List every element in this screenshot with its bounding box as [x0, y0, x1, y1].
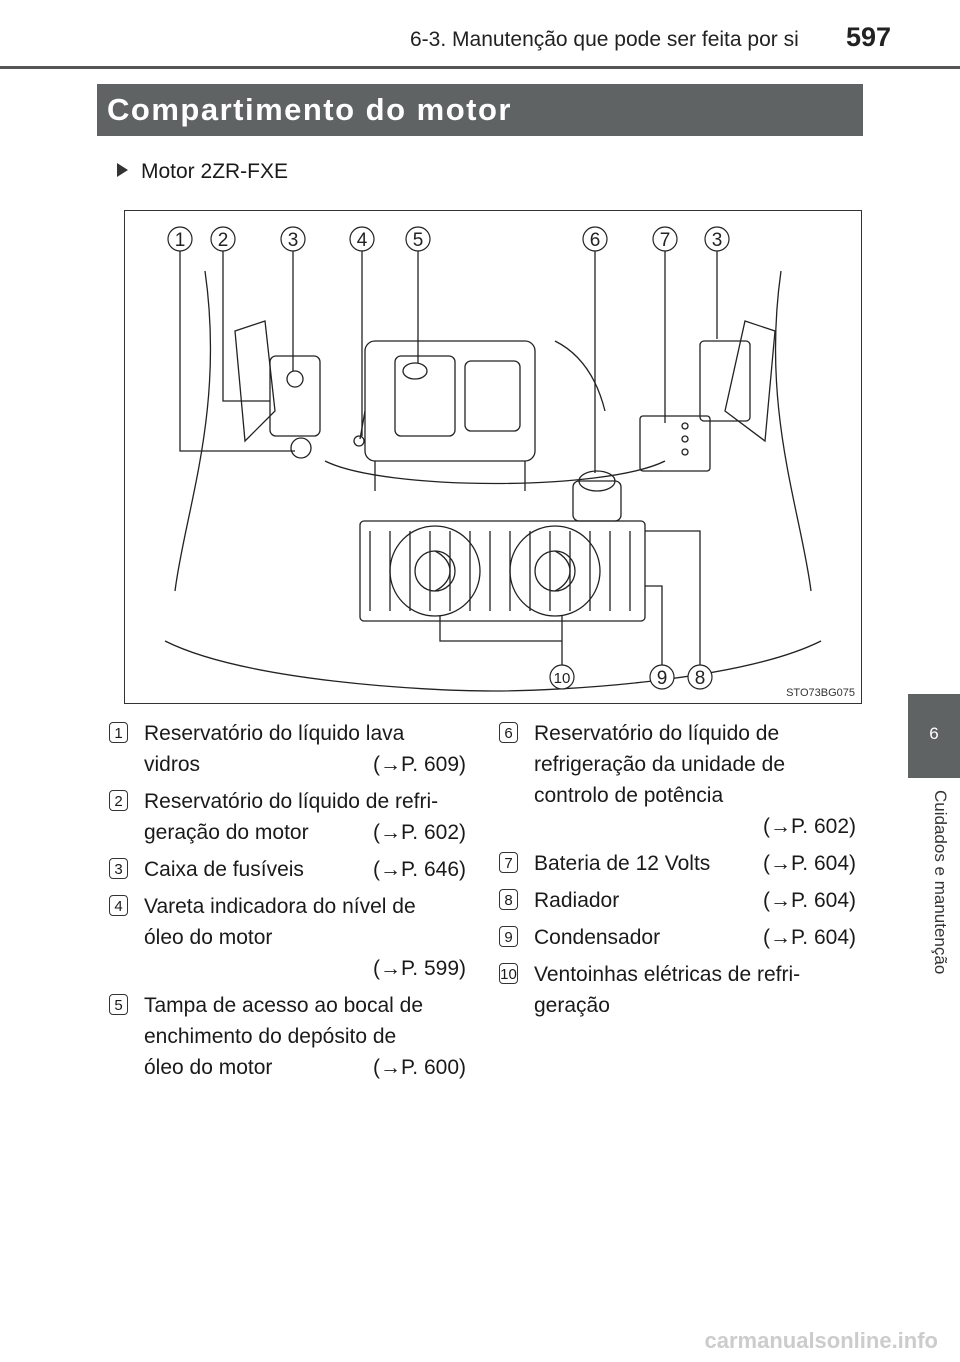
page-title: Compartimento do motor [97, 84, 863, 136]
header-divider [0, 66, 960, 69]
legend-number-badge: 2 [109, 790, 128, 811]
legend-item-line: controlo de potência [534, 784, 724, 807]
legend-number-badge: 4 [109, 895, 128, 916]
legend-item-line: Ventoinhas elétricas de refri- [534, 963, 801, 986]
footer-watermark: carmanualsonline.info [704, 1328, 939, 1353]
legend-number-badge: 10 [499, 963, 518, 984]
callout-5: 5 [413, 230, 424, 251]
page-reference: (→P. 646) [373, 858, 466, 881]
legend-number-badge: 5 [109, 994, 128, 1015]
legend-item-line: Bateria de 12 Volts [534, 852, 711, 875]
figure-code: STO73BG075 [786, 687, 855, 699]
legend-item: 10 Ventoinhas elétricas de refri-geração [496, 959, 856, 1021]
legend-item-line: Radiador [534, 889, 620, 912]
callout-10: 10 [554, 670, 571, 687]
legend-item-line: óleo do motor [144, 1056, 273, 1079]
callout-9: 9 [657, 668, 668, 689]
legend-item-text: óleo do motor [144, 922, 466, 953]
legend-item: 3 Caixa de fusíveis (→P. 646) [106, 854, 466, 885]
engine-label-text: Motor 2ZR-FXE [141, 160, 289, 183]
legend-item-text: Condensador (→P. 604) [534, 922, 856, 953]
legend-item-text: geração do motor (→P. 602) [144, 817, 466, 848]
callout-6: 6 [590, 230, 601, 251]
legend-item: 6 Reservatório do líquido de refrigeração … [496, 718, 856, 842]
legend-item-text: Tampa de acesso ao bocal de [144, 990, 466, 1021]
legend-item: 1 Reservatório do líquido lava vidros (→P. … [106, 718, 466, 780]
legend-item: 4 Vareta indicadora do nível de óleo do mo… [106, 891, 466, 984]
legend-number-badge: 9 [499, 926, 518, 947]
legend-item-line: geração do motor [144, 821, 309, 844]
legend-number-badge: 8 [499, 889, 518, 910]
chapter-tab: 6 [908, 694, 960, 778]
legend-item-line: refrigeração da unidade de [534, 753, 786, 776]
page-reference-line: (→P. 599) [144, 953, 466, 984]
chapter-tab-label: Cuidados e manutenção [931, 790, 950, 975]
triangle-bullet-icon [117, 163, 128, 177]
legend-item-text: Caixa de fusíveis (→P. 646) [144, 854, 466, 885]
legend-item-text: controlo de potência [534, 780, 856, 811]
legend-item-text: Reservatório do líquido de [534, 718, 856, 749]
page-reference: (→P. 602) [763, 815, 856, 838]
page-reference: (→P. 604) [763, 852, 856, 875]
legend-number-badge: 1 [109, 722, 128, 743]
legend-number-badge: 7 [499, 852, 518, 873]
legend-item-line: Tampa de acesso ao bocal de [144, 994, 424, 1017]
callout-4: 4 [357, 230, 368, 251]
chapter-tab-number: 6 [929, 724, 939, 743]
legend-item-text: vidros (→P. 609) [144, 749, 466, 780]
legend-item-line: óleo do motor [144, 926, 273, 949]
engine-illustration: 1 2 3 4 5 6 7 3 10 9 8 [164, 226, 822, 692]
callout-8: 8 [695, 668, 706, 689]
legend-item-line: geração [534, 994, 610, 1017]
legend-item-text: Vareta indicadora do nível de [144, 891, 466, 922]
legend-number-badge: 3 [109, 858, 128, 879]
legend-item-line: Vareta indicadora do nível de [144, 895, 416, 918]
legend-item-text: óleo do motor (→P. 600) [144, 1052, 466, 1083]
legend-item-text: Radiador (→P. 604) [534, 885, 856, 916]
legend-item: 8 Radiador (→P. 604) [496, 885, 856, 916]
legend-item-line: Caixa de fusíveis [144, 858, 304, 881]
legend-item: 7 Bateria de 12 Volts (→P. 604) [496, 848, 856, 879]
section-header: 6-3. Manutenção que pode ser feita por s… [410, 28, 799, 51]
legend-item: 2 Reservatório do líquido de refri-geraçã… [106, 786, 466, 848]
legend-item-text: geração [534, 990, 856, 1021]
legend-item-text: Ventoinhas elétricas de refri- [534, 959, 856, 990]
page-reference: (→P. 600) [373, 1056, 466, 1079]
legend-item-text: Reservatório do líquido de refri- [144, 786, 466, 817]
page-reference: (→P. 609) [373, 753, 466, 776]
page-reference: (→P. 604) [763, 926, 856, 949]
legend-item-line: vidros [144, 753, 201, 776]
legend-item-text: enchimento do depósito de [144, 1021, 466, 1052]
legend-item-text: refrigeração da unidade de [534, 749, 856, 780]
callout-3: 3 [288, 230, 299, 251]
callout-3b: 3 [712, 230, 723, 251]
legend-item-line: Condensador [534, 926, 661, 949]
legend-item-line: Reservatório do líquido de [534, 722, 780, 745]
page-reference-line: (→P. 602) [534, 811, 856, 842]
page-reference: (→P. 602) [373, 821, 466, 844]
legend-number-badge: 6 [499, 722, 518, 743]
engine-compartment-figure: 1 2 3 4 5 6 7 3 10 9 8 STO73BG075 [124, 210, 862, 704]
legend-item-line: enchimento do depósito de [144, 1025, 397, 1048]
page-reference: (→P. 599) [373, 957, 466, 980]
legend-left-column: 1 Reservatório do líquido lava vidros (→P. … [106, 718, 466, 1089]
callout-7: 7 [660, 230, 671, 251]
legend-item-line: Reservatório do líquido lava [144, 722, 405, 745]
legend-right-column: 6 Reservatório do líquido de refrigeração … [496, 718, 856, 1027]
legend-item-text: Reservatório do líquido lava [144, 718, 466, 749]
legend-item-text: Bateria de 12 Volts (→P. 604) [534, 848, 856, 879]
page-number: 597 [846, 22, 892, 52]
callout-2: 2 [218, 230, 229, 251]
legend-item-line: Reservatório do líquido de refri- [144, 790, 439, 813]
engine-label: Motor 2ZR-FXE [117, 160, 288, 184]
legend-item: 5 Tampa de acesso ao bocal de enchimento d… [106, 990, 466, 1083]
callout-1: 1 [175, 230, 186, 251]
legend-item: 9 Condensador (→P. 604) [496, 922, 856, 953]
page-reference: (→P. 604) [763, 889, 856, 912]
